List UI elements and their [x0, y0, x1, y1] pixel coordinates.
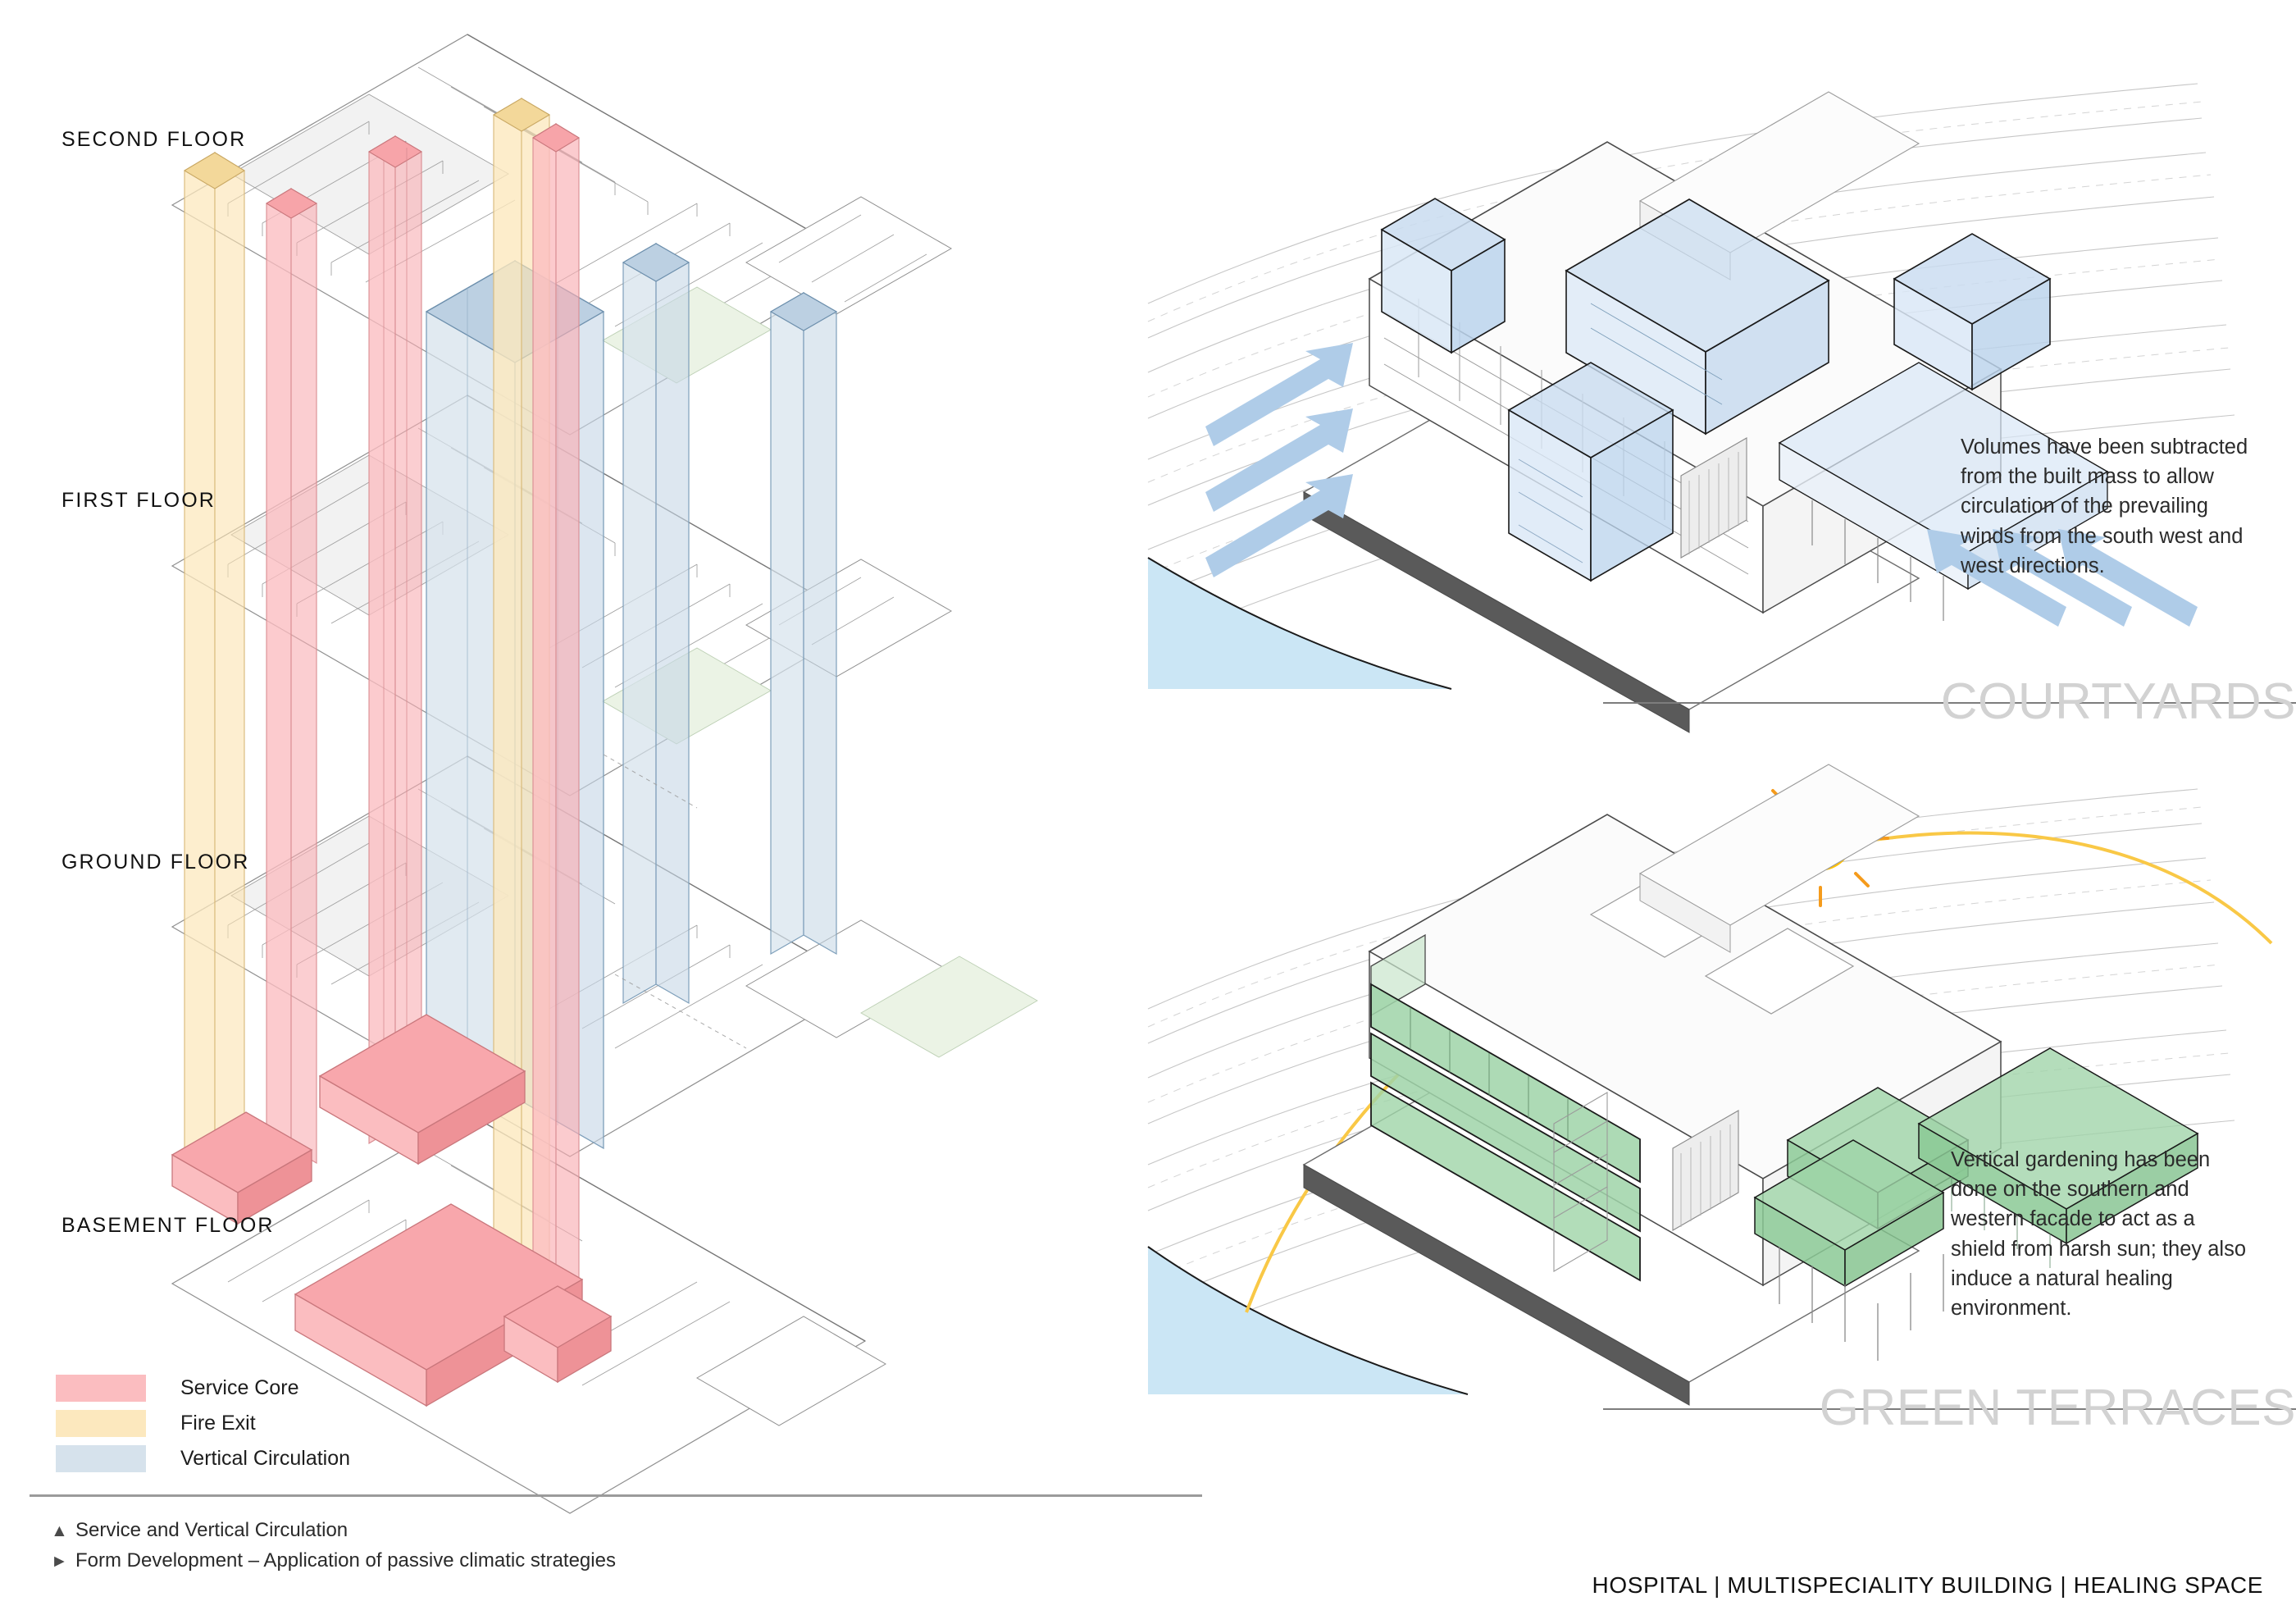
water-body — [1147, 557, 1452, 690]
shaft-service-core-right — [531, 123, 581, 1298]
banner-rule-green-terraces — [1603, 1408, 2296, 1410]
wind-arrow-icon — [1927, 529, 2198, 627]
subtracted-volume-courtyard-main — [1565, 198, 1830, 436]
banner-word-green-terraces: GREEN TERRACES — [1819, 1380, 2296, 1436]
floor-label-basement: BASEMENT FLOOR — [61, 1214, 275, 1237]
board-footer-title: HOSPITAL | MULTISPECIALITY BUILDING | HE… — [1592, 1572, 2263, 1598]
courtyards-axonometric-diagram — [1147, 33, 2271, 733]
service-core-volume-ground-center — [318, 1014, 526, 1166]
exploded-axonometric-diagram — [123, 16, 1164, 1514]
section-banner-courtyards: COURTYARDS — [1603, 665, 2296, 739]
shaft-fire-exit-left — [183, 152, 246, 1184]
caption-text-form: Form Development – Application of passiv… — [75, 1549, 616, 1572]
wind-arrow-icon — [1205, 343, 1353, 577]
legend-label-service-core: Service Core — [180, 1376, 299, 1399]
service-core-volume-basement-left — [171, 1111, 313, 1225]
caption-text-service: Service and Vertical Circulation — [75, 1519, 348, 1541]
legend-label-vertical-circulation: Vertical Circulation — [180, 1447, 351, 1470]
shaft-vertical-circulation-far-right — [769, 291, 838, 956]
legend-item-vertical-circulation: Vertical Circulation — [56, 1442, 350, 1476]
subtracted-volume-east — [1893, 233, 2052, 391]
banner-rule-courtyards — [1603, 702, 2296, 704]
green-terrace-west — [1370, 933, 1641, 1282]
green-terraces-axonometric-diagram — [1147, 738, 2273, 1406]
shaft-vertical-circulation-right — [622, 242, 690, 1005]
floor-label-ground: GROUND FLOOR — [61, 851, 250, 874]
legend: Service Core Fire Exit Vertical Circulat… — [56, 1371, 350, 1477]
caption-divider — [30, 1494, 1202, 1497]
ribbed-core-wall — [1553, 1092, 1739, 1272]
legend-label-fire-exit: Fire Exit — [180, 1412, 256, 1435]
water-body — [1147, 1246, 1469, 1395]
triangle-up-icon: ▲ — [51, 1521, 68, 1540]
section-banner-green-terraces: GREEN TERRACES — [1603, 1371, 2296, 1445]
connector-dashes — [603, 754, 747, 1049]
caption-list: ▲ Service and Vertical Circulation ► For… — [51, 1519, 616, 1580]
subtracted-volume-south-wing — [1507, 362, 1674, 582]
ribbed-core-wall — [1680, 437, 1747, 559]
legend-swatch-vertical-circulation — [56, 1445, 146, 1472]
triangle-right-icon: ► — [51, 1552, 68, 1571]
caption-row-service: ▲ Service and Vertical Circulation — [51, 1519, 616, 1542]
legend-swatch-fire-exit — [56, 1410, 146, 1437]
floor-label-first: FIRST FLOOR — [61, 489, 216, 512]
legend-swatch-service-core — [56, 1375, 146, 1402]
green-terrace-south-wing — [1753, 1047, 2199, 1361]
legend-item-service-core: Service Core — [56, 1371, 350, 1405]
description-courtyards: Volumes have been subtracted from the bu… — [1961, 436, 2248, 577]
caption-row-form: ► Form Development – Application of pass… — [51, 1549, 616, 1572]
legend-item-fire-exit: Fire Exit — [56, 1407, 350, 1440]
subtracted-volume-north — [1380, 198, 1506, 354]
shaft-service-core-left — [265, 188, 318, 1164]
description-green-terraces: Vertical gardening has been done on the … — [1951, 1148, 2247, 1321]
floor-label-second: SECOND FLOOR — [61, 128, 247, 151]
service-core-volume-base-right — [503, 1285, 613, 1384]
shaft-service-core-center — [367, 135, 423, 1144]
low-rise-wing — [1778, 362, 2109, 621]
banner-word-courtyards: COURTYARDS — [1940, 673, 2296, 730]
